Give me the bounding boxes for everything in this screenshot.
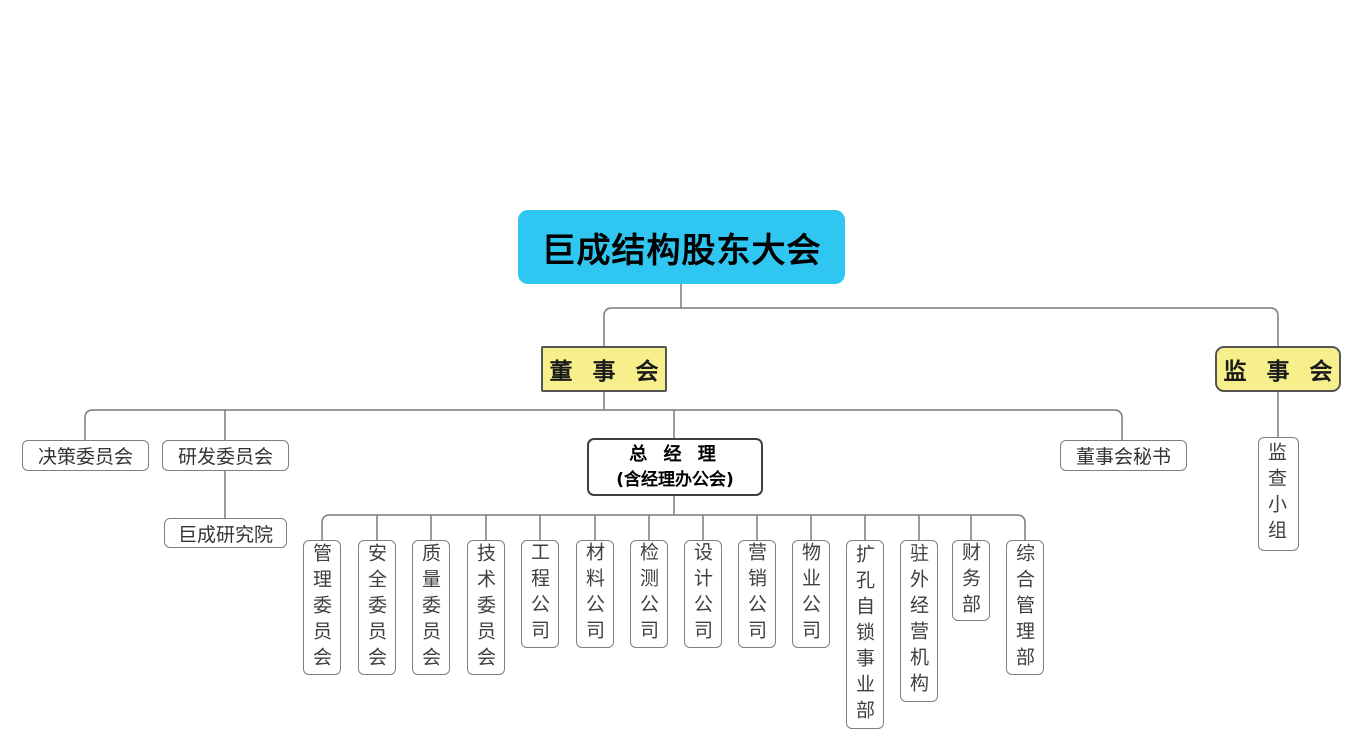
general-manager-note: (含经理办公会) — [616, 469, 734, 490]
node-rnd-committee: 研发委员会 — [162, 440, 289, 471]
node-dept-engineering-company: 工程公司 — [521, 540, 559, 648]
node-dept-technology-committee: 技术委员会 — [467, 540, 505, 675]
node-shareholders-meeting: 巨成结构股东大会 — [518, 210, 845, 284]
node-dept-quality-committee: 质量委员会 — [412, 540, 450, 675]
node-board-secretary: 董事会秘书 — [1060, 440, 1187, 471]
node-dept-safety-committee: 安全委员会 — [358, 540, 396, 675]
node-research-institute: 巨成研究院 — [164, 518, 287, 548]
node-dept-testing-company: 检测公司 — [630, 540, 668, 648]
node-dept-finance: 财务部 — [952, 540, 990, 621]
node-audit-team: 监查小组 — [1258, 437, 1299, 551]
node-dept-marketing-company: 营销公司 — [738, 540, 776, 648]
node-general-manager: 总 经 理 (含经理办公会) — [587, 438, 763, 496]
node-dept-reaming-selflock-division: 扩孔自锁事业部 — [846, 540, 884, 729]
general-manager-title: 总 经 理 — [629, 443, 721, 465]
node-dept-materials-company: 材料公司 — [576, 540, 614, 648]
node-dept-design-company: 设计公司 — [684, 540, 722, 648]
node-dept-property-company: 物业公司 — [792, 540, 830, 648]
node-dept-general-administration: 综合管理部 — [1006, 540, 1044, 675]
node-dept-external-operations: 驻外经营机构 — [900, 540, 938, 702]
node-supervisory-board: 监 事 会 — [1215, 346, 1341, 392]
node-decision-committee: 决策委员会 — [22, 440, 149, 471]
node-board: 董 事 会 — [541, 346, 667, 392]
node-dept-management-committee: 管理委员会 — [303, 540, 341, 675]
